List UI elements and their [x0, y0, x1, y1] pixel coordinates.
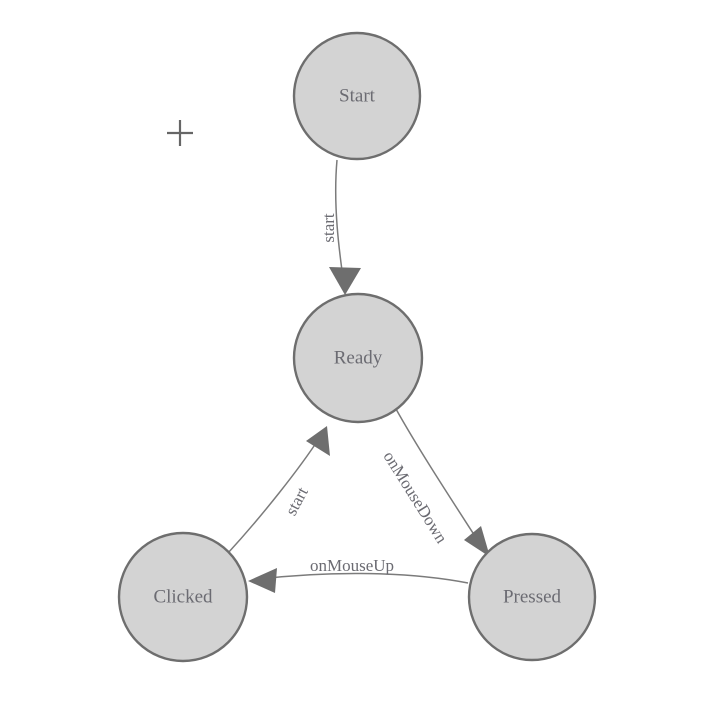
node-start[interactable]: Start [292, 31, 422, 161]
arrow-head-icon [306, 426, 330, 456]
node-ready[interactable]: Ready [292, 292, 424, 424]
arrow-head-icon [329, 267, 361, 295]
crosshair-icon[interactable] [167, 120, 193, 146]
arrow-head-icon [248, 568, 277, 593]
node-shape [292, 292, 424, 424]
node-shape [467, 532, 597, 662]
node-clicked[interactable]: Clicked [117, 531, 249, 663]
edge-label-ready-to-pressed: onMouseDown [380, 448, 452, 547]
node-shape [117, 531, 249, 663]
edge-clicked-to-ready[interactable]: start [227, 426, 330, 554]
node-pressed[interactable]: Pressed [467, 532, 597, 662]
edge-pressed-to-clicked[interactable]: onMouseUp [248, 556, 469, 593]
edge-line [227, 436, 321, 554]
edge-label-start-to-ready: start [319, 213, 338, 243]
arrow-head-icon [464, 526, 490, 557]
edge-line [259, 572, 469, 584]
edge-line [395, 408, 483, 548]
node-shape [292, 31, 422, 161]
edge-label-clicked-to-ready: start [281, 484, 312, 519]
edge-start-to-ready[interactable]: start [319, 159, 361, 295]
edge-ready-to-pressed[interactable]: onMouseDown [380, 408, 490, 557]
edge-label-pressed-to-clicked: onMouseUp [310, 556, 394, 575]
